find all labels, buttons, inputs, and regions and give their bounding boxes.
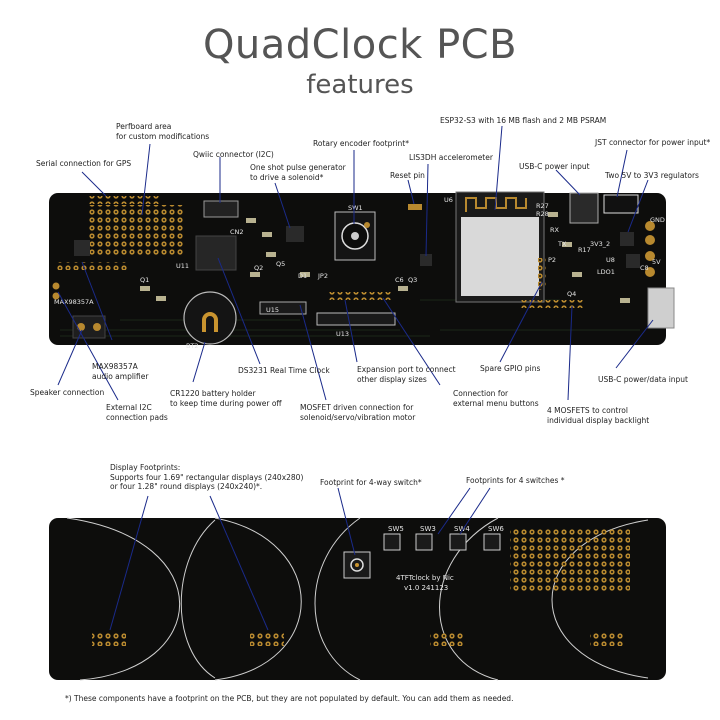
silk-top-label: Q2 [254, 264, 263, 272]
silk-top-label: U8 [606, 256, 615, 264]
display-fpc-4 [590, 632, 624, 646]
label-lis3dh: LIS3DH accelerometer [409, 153, 493, 162]
silk-top-label: Q4 [567, 290, 576, 298]
label-reset: Reset pin [390, 171, 425, 180]
silk-bottom-label: SW4 [454, 525, 470, 533]
fpc-connector [316, 312, 396, 326]
cr1220-holder [183, 291, 237, 345]
label-speaker: Speaker connection [30, 388, 105, 397]
display-fpc-2 [250, 632, 284, 646]
switch-sw3 [415, 533, 433, 551]
perfboard-area [88, 205, 184, 255]
silk-top-label: P2 [548, 256, 556, 264]
label-4-switches: Footprints for 4 switches * [466, 476, 565, 485]
silk-top-label: SW1 [348, 204, 363, 212]
label-ds3231: DS3231 Real Time Clock [238, 366, 330, 375]
silk-top-label: R17 [578, 246, 591, 254]
silk-bottom-label: v1.0 241123 [404, 584, 448, 592]
silk-top-label: MAX98357A [54, 298, 94, 306]
silk-bottom-label: SW5 [388, 525, 404, 533]
page-title: QuadClock PCB [202, 22, 518, 68]
silk-top-label: JP2 [317, 272, 328, 280]
perfboard-bottom [510, 528, 630, 592]
silk-top-label: Q1 [140, 276, 149, 284]
silk-top-label: U13 [336, 330, 349, 338]
ds3231-chip [195, 235, 237, 271]
mosfet-connector [259, 301, 307, 315]
label-esp32: ESP32-S3 with 16 MB flash and 2 MB PSRAM [440, 116, 607, 125]
silk-top-label: U15 [266, 306, 279, 314]
top-pcb [49, 191, 675, 345]
switch-sw4 [449, 533, 467, 551]
page-subtitle: features [306, 70, 414, 100]
label-usbc-power: USB-C power input [519, 162, 590, 171]
label-display-footprints: Display Footprints:Supports four 1.69" r… [110, 463, 304, 491]
label-qwiic: Qwiic connector (I2C) [193, 150, 274, 159]
silk-top-label: 5V [652, 258, 661, 266]
leader-lines [57, 125, 654, 631]
spare-gpio-pads [538, 258, 546, 290]
regulator-1 [620, 232, 634, 246]
label-4way-switch: Footprint for 4-way switch* [320, 478, 422, 487]
silk-top-label: TX [557, 240, 567, 248]
reset-pads [408, 204, 422, 210]
silk-top-label: CN2 [230, 228, 244, 236]
silk-top-label: GND [650, 216, 665, 224]
silk-bottom-label: SW6 [488, 525, 504, 533]
silk-top-label: C8 [640, 264, 649, 272]
max98357a-chip [74, 240, 90, 256]
silk-top-label: BT2 [186, 342, 199, 350]
label-jst: JST connector for power input* [595, 138, 711, 147]
label-regulators: Two 5V to 3V3 regulators [605, 171, 699, 180]
lis3dh-chip [420, 254, 432, 266]
label-usbc-data: USB-C power/data input [598, 375, 688, 384]
backlight-mosfets [520, 300, 584, 308]
silk-top-label: U6 [444, 196, 453, 204]
footnote: *) These components have a footprint on … [65, 694, 514, 703]
switch-sw5 [383, 533, 401, 551]
silk-top-label: R28 [536, 210, 549, 218]
bottom-pcb [49, 517, 666, 681]
usbc-power-input [569, 192, 599, 224]
display-fpc-1 [92, 632, 126, 646]
silk-top-label: C6 [395, 276, 404, 284]
pulse-chip [286, 226, 304, 242]
qwiic-connector [203, 200, 239, 218]
expansion-port [327, 292, 391, 300]
gps-header [88, 196, 160, 204]
silk-bottom-label: SW3 [420, 525, 436, 533]
usbc-data-input [647, 287, 675, 329]
label-serial-gps: Serial connection for GPS [36, 159, 132, 168]
silk-top-label: Q3 [408, 276, 417, 284]
regulator-2 [626, 254, 640, 268]
silk-top-label: Q5 [276, 260, 285, 268]
silk-top-label: RX [550, 226, 560, 234]
label-rotary: Rotary encoder footprint* [313, 139, 409, 148]
jst-connector [603, 194, 639, 214]
display-fpc-3 [430, 632, 464, 646]
amp-header [56, 262, 128, 270]
silk-top-label: 3V3_2 [590, 240, 610, 248]
silk-top-label: U11 [176, 262, 189, 270]
label-spare-gpio: Spare GPIO pins [480, 364, 541, 373]
silk-top-label: LDO1 [597, 268, 615, 276]
silk-top-label: D1 [298, 272, 307, 280]
silk-bottom-label: 4TFTclock by Nic [396, 574, 454, 582]
silk-top-label: R27 [536, 202, 549, 210]
switch-sw6 [483, 533, 501, 551]
